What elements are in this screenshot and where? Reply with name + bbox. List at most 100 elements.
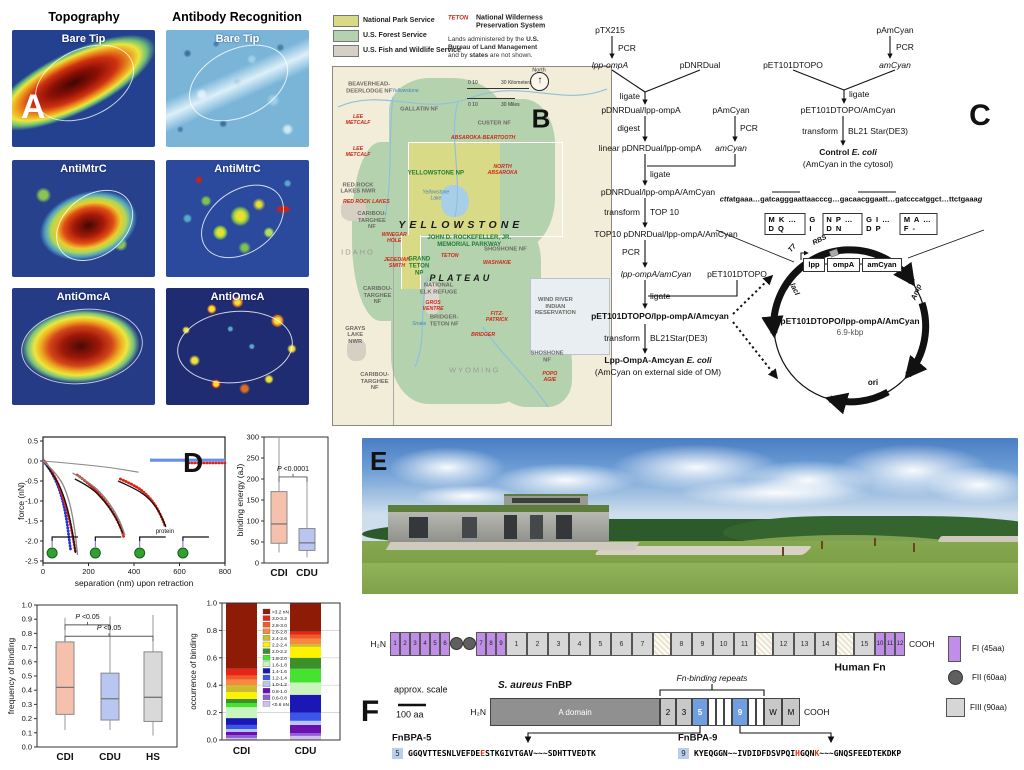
scale-ticks-km: 0 10: [468, 80, 478, 86]
panel-letter-d: D: [183, 447, 204, 478]
scale-title: approx. scale: [394, 684, 448, 695]
cooh-label: COOH: [804, 706, 830, 717]
map-label: YELLOWSTONE: [398, 218, 524, 231]
legend-label: U.S. Fish and Wildlife Service: [363, 46, 461, 54]
map-label: GRAND TETON NP: [408, 257, 431, 277]
svg-text:1.4-1.6: 1.4-1.6: [272, 669, 287, 675]
fn-module-fi: 11: [885, 632, 895, 656]
fn-module-fiii: 12: [773, 632, 794, 656]
svg-text:2.8-3.0: 2.8-3.0: [272, 623, 287, 629]
sequence-segment: E: [480, 749, 486, 758]
map-label: SHOSHONE NF: [530, 350, 564, 363]
foreground-grass: [362, 562, 1018, 594]
fn-module-fi: 3: [410, 632, 420, 656]
flow-node: digest: [617, 122, 640, 133]
sequence-text: GGQVTTESNLVEFDEESTKGIVTGAV~~~SDHTTVEDTK: [408, 749, 596, 758]
svg-text:frequency of binding: frequency of binding: [6, 637, 16, 714]
flow-node: pET101DTOPO/lpp-ompA/AmCyan: [780, 315, 920, 326]
svg-text:800: 800: [219, 567, 232, 576]
fnbp-repeat-cell: 5: [692, 698, 708, 726]
fnbp-connectors: [398, 684, 835, 744]
plasmid-gene-box: amCyan: [862, 258, 902, 272]
svg-text:0.9: 0.9: [22, 615, 32, 624]
flow-node: cttatgaaa…gatcagggaattaacccg…gacaacggaat…: [719, 194, 983, 204]
fnbp-repeat-cell: [708, 698, 716, 726]
svg-text:0.4: 0.4: [22, 686, 32, 695]
panel-a-afm-recognition: Topography Antibody Recognition Bare Tip…: [8, 4, 320, 420]
fn-module-fi: 7: [476, 632, 486, 656]
scale-value: 100 aa: [396, 709, 424, 720]
force-curve: [42, 460, 79, 556]
svg-text:force (nN): force (nN): [16, 482, 26, 520]
wind-river-reservation-area: [530, 278, 611, 356]
plasmid-gene-box: ompA: [827, 258, 860, 272]
afm-image-label: AntiMtrC: [214, 163, 261, 175]
fn-module-h: [836, 632, 854, 656]
fnbp-repeat-cell: [716, 698, 724, 726]
sequence-title: FnBPA-9: [678, 732, 718, 744]
map-label: SHOSHONE NF: [484, 246, 527, 253]
map-label: ABSAROKA-BEARTOOTH: [450, 134, 516, 141]
fn-module-fiii: 13: [794, 632, 815, 656]
map-label: CARIBOU- TARGHEE NF: [362, 286, 392, 306]
flow-node: Lpp-OmpA-Amcyan E. coli: [604, 354, 712, 365]
flowchart-connectors: [609, 36, 985, 415]
column-header-antibody-recognition: Antibody Recognition: [172, 10, 302, 24]
fn-module-fi: 6: [440, 632, 450, 656]
svg-text:0.7: 0.7: [22, 643, 32, 652]
flow-node: pAmCyan: [712, 104, 750, 115]
svg-text:200: 200: [246, 475, 259, 484]
legend-label: FII (60aa): [972, 673, 1007, 683]
svg-text:150: 150: [246, 496, 259, 505]
aa-segment: G I: [809, 215, 817, 233]
scale-bar-mi: [467, 98, 515, 99]
svg-text:protein: protein: [156, 529, 174, 535]
legend-swatch: [333, 30, 359, 42]
flow-node: TOP10 pDNRDual/lpp-ompA/AmCyan: [594, 228, 738, 239]
scale-km-label: 30 Kilometers: [501, 80, 532, 86]
fnbp-repeat-cell: [724, 698, 732, 726]
svg-text:CDI: CDI: [56, 752, 73, 763]
map-label: TETON: [441, 252, 459, 259]
svg-text:0.8: 0.8: [207, 626, 217, 635]
map-label: POPO AGIE: [542, 371, 558, 384]
svg-text:3.0-3.2: 3.0-3.2: [272, 616, 287, 622]
svg-text:CDI: CDI: [270, 568, 287, 579]
grand-teton-np-area: [401, 235, 422, 289]
flow-node: ligate: [849, 88, 870, 99]
afm-image-label: Bare Tip: [215, 33, 260, 45]
svg-text:-2.5: -2.5: [25, 557, 38, 566]
flow-node: pET101DTOPO: [763, 59, 823, 70]
road: [937, 536, 1018, 543]
fn-module-fi: 8: [486, 632, 496, 656]
cooh-label: COOH: [909, 638, 935, 649]
map-label: WASHAKIE: [483, 259, 511, 266]
map-label: FITZ- PATRICK: [485, 310, 509, 323]
sequence-title: FnBPA-5: [392, 732, 432, 744]
svg-text:P <0.05: P <0.05: [97, 625, 121, 632]
fn-module-fiii: 3: [548, 632, 569, 656]
svg-text:0: 0: [41, 567, 45, 576]
flow-node: BL21 Star(DE3): [848, 125, 908, 136]
svg-text:400: 400: [128, 567, 141, 576]
fn-module-fiii: 9: [692, 632, 713, 656]
flow-node: pDNRDual/lpp-ompA: [601, 104, 681, 115]
fn-module-fii: [450, 637, 463, 650]
svg-text:200: 200: [82, 567, 95, 576]
map-label: Yellowstone: [391, 88, 419, 95]
sequence-segment: KYEQGGN~~IVDIDFDSVPQI: [694, 749, 796, 758]
flow-node: ligate: [619, 90, 640, 101]
map-label: NATIONAL ELK REFUGE: [419, 282, 458, 295]
aa-segment: G I … D P: [866, 215, 891, 233]
flow-node: transform: [802, 125, 838, 136]
fn-module-fi: 9: [496, 632, 506, 656]
svg-text:HS: HS: [146, 752, 160, 763]
flow-node: transform: [604, 206, 640, 217]
flow-node: lpp-ompA/amCyan: [620, 268, 692, 279]
afm-image-label: AntiMtrC: [60, 163, 107, 175]
svg-text:2.0-2.2: 2.0-2.2: [272, 649, 287, 655]
state-border-line: [392, 235, 394, 425]
